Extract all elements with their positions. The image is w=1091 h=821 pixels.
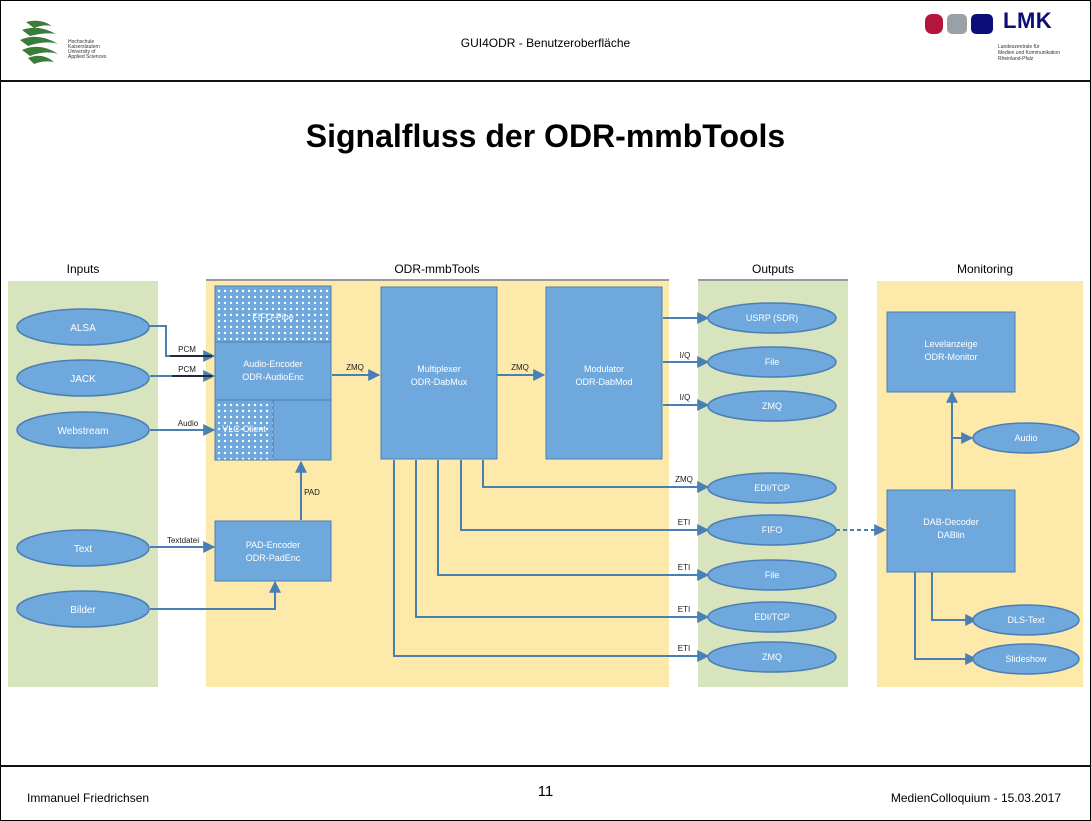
node-dab-decoder-label-1: DAB-Decoder [923, 517, 979, 527]
node-zmq-eti [707, 641, 837, 673]
node-webstream [16, 411, 150, 449]
header-title: GUI4ODR - Benutzeroberfläche [460, 36, 631, 50]
node-dls-text [972, 604, 1080, 636]
node-pad-encoder-label-1: PAD-Encoder [246, 540, 300, 550]
node-level-monitor [886, 311, 1016, 393]
node-text [16, 529, 150, 567]
footer-page-number: 11 [537, 783, 554, 800]
edge-label-iq-1: I/Q [680, 351, 691, 360]
lmk-logo [925, 14, 993, 34]
edge-label-zmq-2: ZMQ [511, 363, 529, 372]
node-zmq-iq [707, 390, 837, 422]
edge-label-pcm-2: PCM [178, 365, 196, 374]
node-audio-encoder [214, 341, 332, 401]
node-dls-text-label: DLS-Text [1007, 615, 1045, 625]
node-file-iq [707, 346, 837, 378]
node-vlc-tail [272, 399, 332, 461]
node-bilder-label: Bilder [70, 605, 96, 616]
footer-event: MedienColloquium - 15.03.2017 [890, 791, 1061, 805]
node-audio-encoder-label-1: Audio-Encoder [243, 359, 303, 369]
edge-label-textdatei: Textdatei [167, 536, 199, 545]
edge-label-pcm-1: PCM [178, 345, 196, 354]
header-divider [0, 80, 1091, 82]
node-usrp [707, 302, 837, 334]
node-slideshow-label: Slideshow [1005, 654, 1047, 664]
edge-label-eti-4: ETI [678, 644, 690, 653]
node-modulator-label-1: Modulator [584, 364, 624, 374]
node-edi-tcp-out-label: EDI/TCP [754, 483, 790, 493]
node-vlc-label: VLC-Client [222, 424, 266, 434]
node-edi-tcp-out [707, 472, 837, 504]
node-file-iq-label: File [765, 357, 780, 367]
node-dab-decoder-label-2: DABlin [937, 530, 965, 540]
node-bilder [16, 590, 150, 628]
footer-author: Immanuel Friedrichsen [27, 791, 150, 805]
edge-label-pad: PAD [304, 488, 320, 497]
node-edi-tcp-label: EDI/TCP [754, 612, 790, 622]
node-multiplexer-label-1: Multiplexer [417, 364, 461, 374]
section-label-tools: ODR-mmbTools [394, 262, 479, 276]
edge-label-eti-2: ETI [678, 563, 690, 572]
node-alsa-label: ALSA [70, 323, 96, 334]
hochschule-logo [20, 20, 58, 64]
node-slideshow [972, 643, 1080, 675]
node-file-eti-label: File [765, 570, 780, 580]
edge-label-zmq-out: ZMQ [675, 475, 693, 484]
node-level-label-2: ODR-Monitor [924, 352, 977, 362]
edge-label-zmq-1: ZMQ [346, 363, 364, 372]
node-multiplexer-label-2: ODR-DabMux [411, 377, 468, 387]
node-zmq-eti-label: ZMQ [762, 652, 782, 662]
footer-divider [0, 765, 1091, 767]
slide-title: Signalfluss der ODR-mmbTools [305, 118, 786, 154]
node-file-eti [707, 559, 837, 591]
node-fifo-out [707, 514, 837, 546]
node-alsa [16, 308, 150, 346]
lmk-wordmark: LMK [1003, 8, 1053, 33]
node-level-label-1: Levelanzeige [924, 339, 977, 349]
node-jack [16, 359, 150, 397]
hochschule-logo-text: Hochschule Kaiserslautern University of … [68, 39, 107, 60]
node-usrp-label: USRP (SDR) [746, 313, 798, 323]
node-modulator-label-2: ODR-DabMod [575, 377, 632, 387]
node-zmq-iq-label: ZMQ [762, 401, 782, 411]
node-webstream-label: Webstream [58, 426, 109, 437]
node-modulator [545, 286, 663, 460]
lmk-subtitle: Landeszentrale für Medien und Kommunikat… [998, 44, 1060, 62]
node-pad-encoder [214, 520, 332, 582]
node-multiplexer [380, 286, 498, 460]
node-edi-tcp [707, 601, 837, 633]
node-audio-out-label: Audio [1014, 433, 1037, 443]
node-vlc-client [214, 399, 274, 461]
section-label-outputs: Outputs [752, 262, 794, 276]
node-fifo-pipe [214, 285, 332, 343]
edge-label-audio: Audio [178, 419, 199, 428]
node-fifo-pipe-label: FIFO-Pipe [252, 312, 294, 322]
section-label-inputs: Inputs [67, 262, 100, 276]
node-audio-encoder-label-2: ODR-AudioEnc [242, 372, 304, 382]
node-dab-decoder [886, 489, 1016, 573]
edge-label-iq-2: I/Q [680, 393, 691, 402]
node-pad-encoder-label-2: ODR-PadEnc [246, 553, 301, 563]
node-text-label: Text [74, 544, 93, 555]
node-jack-label: JACK [70, 374, 96, 385]
node-audio-out [972, 422, 1080, 454]
section-label-monitoring: Monitoring [957, 262, 1013, 276]
slide-header: Hochschule Kaiserslautern University of … [0, 0, 1091, 80]
edge-label-eti-1: ETI [678, 518, 690, 527]
edge-label-eti-3: ETI [678, 605, 690, 614]
node-fifo-out-label: FIFO [762, 525, 783, 535]
